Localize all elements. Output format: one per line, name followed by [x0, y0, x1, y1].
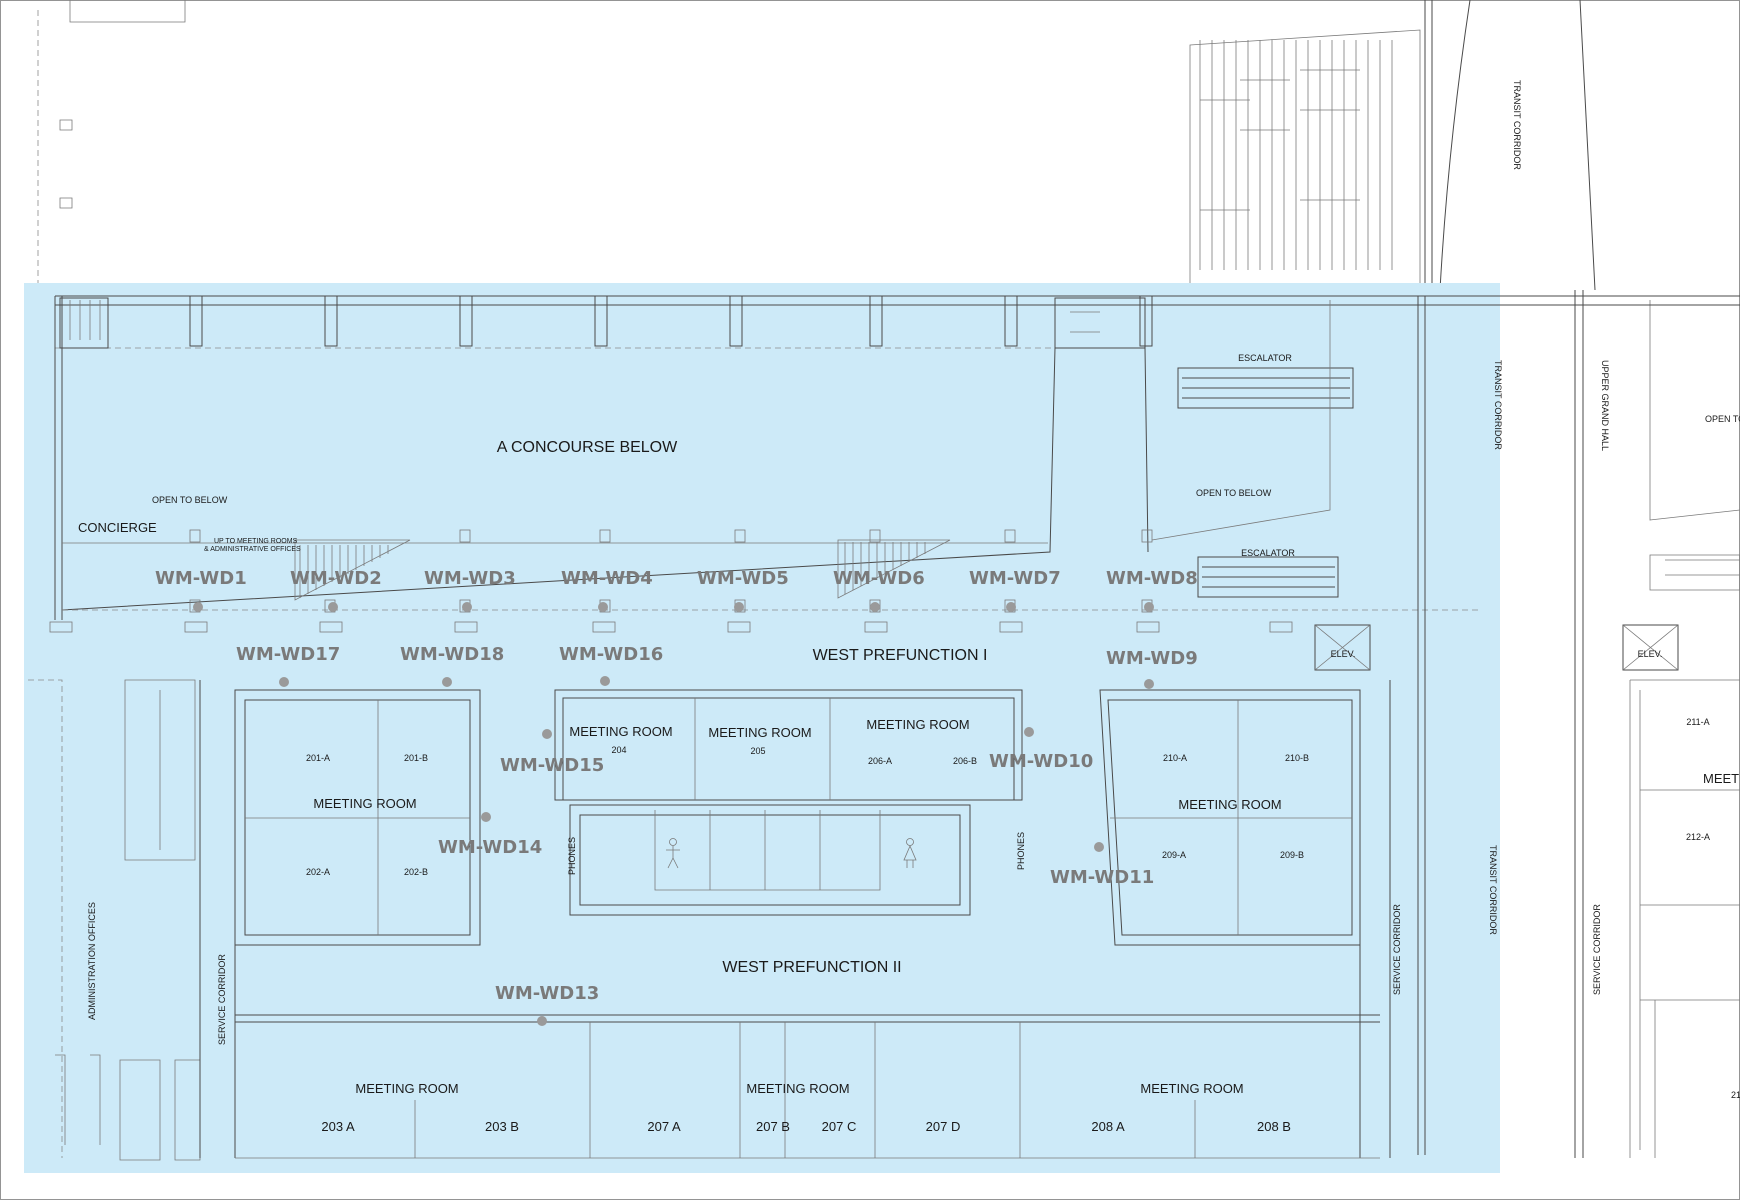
room-210-b: 210-B: [1285, 753, 1309, 763]
phones-label-right: PHONES: [1016, 832, 1026, 870]
wd16-label[interactable]: WM-WD16: [559, 644, 663, 665]
highlighted-zone: [24, 283, 1500, 1173]
room-212-a: 212-A: [1686, 832, 1710, 842]
service-corridor-right: SERVICE CORRIDOR: [1392, 904, 1402, 995]
wd3-label[interactable]: WM-WD3: [424, 568, 516, 589]
wall-display-markers: WM-WD1 WM-WD2 WM-WD3 WM-WD4 WM-WD5 WM-WD…: [155, 568, 1198, 1026]
room-201-b: 201-B: [404, 753, 428, 763]
meeting-room-206-label: MEETING ROOM: [866, 717, 969, 732]
west-prefunction-2-label: WEST PREFUNCTION II: [722, 959, 901, 976]
wd17-dot[interactable]: [279, 677, 289, 687]
meeting-room-201-202-label: MEETING ROOM: [313, 796, 416, 811]
wd7-dot[interactable]: [1006, 602, 1016, 612]
room-207-a: 207 A: [647, 1119, 681, 1134]
west-prefunction-1-label: WEST PREFUNCTION I: [813, 647, 988, 664]
room-205: 205: [750, 746, 765, 756]
meeting-room-208-label: MEETING ROOM: [1140, 1081, 1243, 1096]
wd1-label[interactable]: WM-WD1: [155, 568, 247, 589]
room-202-b: 202-B: [404, 867, 428, 877]
up-to-meeting-rooms-line2: & ADMINISTRATIVE OFFICES: [204, 546, 301, 553]
wd13-dot[interactable]: [537, 1016, 547, 1026]
wd1-dot[interactable]: [193, 602, 203, 612]
open-to-below-right: OPEN TO BELOW: [1196, 488, 1272, 498]
restroom-icons: [666, 838, 917, 869]
wd4-dot[interactable]: [598, 602, 608, 612]
meeting-room-203-label: MEETING ROOM: [355, 1081, 458, 1096]
wd13-label[interactable]: WM-WD13: [495, 983, 599, 1004]
room-203-a: 203 A: [321, 1119, 355, 1134]
phones-label-left: PHONES: [567, 837, 577, 875]
wd11-label[interactable]: WM-WD11: [1050, 867, 1154, 888]
wd10-dot[interactable]: [1024, 727, 1034, 737]
wd2-label[interactable]: WM-WD2: [290, 568, 382, 589]
wd9-dot[interactable]: [1144, 679, 1154, 689]
walls: [28, 295, 1740, 1161]
room-21: 21: [1731, 1090, 1740, 1100]
wd6-dot[interactable]: [870, 602, 880, 612]
elevator-label: ELEV.: [1331, 649, 1356, 659]
wd2-dot[interactable]: [328, 602, 338, 612]
open-to-label: OPEN TO: [1705, 414, 1740, 424]
wd5-label[interactable]: WM-WD5: [697, 568, 789, 589]
wd5-dot[interactable]: [734, 602, 744, 612]
room-206-b: 206-B: [953, 756, 977, 766]
service-corridor-far-right: SERVICE CORRIDOR: [1592, 904, 1602, 995]
wd11-dot[interactable]: [1094, 842, 1104, 852]
wd15-dot[interactable]: [542, 729, 552, 739]
room-202-a: 202-A: [306, 867, 330, 877]
room-209-b: 209-B: [1280, 850, 1304, 860]
meeting-room-right-label: MEETI: [1703, 771, 1740, 786]
wd17-label[interactable]: WM-WD17: [236, 644, 340, 665]
wd7-label[interactable]: WM-WD7: [969, 568, 1061, 589]
wd6-label[interactable]: WM-WD6: [833, 568, 925, 589]
administration-offices-label: ADMINISTRATION OFFICES: [87, 902, 97, 1020]
wd10-label[interactable]: WM-WD10: [989, 751, 1093, 772]
room-211-a: 211-A: [1686, 717, 1709, 727]
room-201-a: 201-A: [306, 753, 330, 763]
concourse-label: A CONCOURSE BELOW: [497, 439, 678, 456]
wd15-label[interactable]: WM-WD15: [500, 755, 604, 776]
room-209-a: 209-A: [1162, 850, 1186, 860]
escalator-label-top: ESCALATOR: [1238, 353, 1292, 363]
room-207-d: 207 D: [926, 1119, 961, 1134]
elevator-label-right: ELEV.: [1638, 649, 1663, 659]
room-208-a: 208 A: [1091, 1119, 1125, 1134]
room-208-b: 208 B: [1257, 1119, 1291, 1134]
meeting-room-207-label: MEETING ROOM: [746, 1081, 849, 1096]
wd3-dot[interactable]: [462, 602, 472, 612]
wd16-dot[interactable]: [600, 676, 610, 686]
service-corridor-left: SERVICE CORRIDOR: [217, 954, 227, 1045]
room-204: 204: [611, 745, 626, 755]
concierge-label: CONCIERGE: [78, 520, 157, 535]
wd18-dot[interactable]: [442, 677, 452, 687]
room-207-c: 207 C: [822, 1119, 857, 1134]
meeting-room-209-210-label: MEETING ROOM: [1178, 797, 1281, 812]
wd14-label[interactable]: WM-WD14: [438, 837, 542, 858]
transit-corridor-bottom: TRANSIT CORRIDOR: [1488, 845, 1498, 935]
meeting-room-205-label: MEETING ROOM: [708, 725, 811, 740]
wd14-dot[interactable]: [481, 812, 491, 822]
room-210-a: 210-A: [1163, 753, 1187, 763]
wd18-label[interactable]: WM-WD18: [400, 644, 504, 665]
wd8-label[interactable]: WM-WD8: [1106, 568, 1198, 589]
room-203-b: 203 B: [485, 1119, 519, 1134]
wd9-label[interactable]: WM-WD9: [1106, 648, 1198, 669]
mens-restroom-icon: [666, 838, 680, 869]
meeting-room-204-label: MEETING ROOM: [569, 724, 672, 739]
escalator-label-bottom: ESCALATOR: [1241, 548, 1295, 558]
open-to-below-left: OPEN TO BELOW: [152, 495, 228, 505]
up-to-meeting-rooms-line1: UP TO MEETING ROOMS: [214, 538, 298, 545]
womens-restroom-icon: [903, 838, 917, 868]
transit-corridor-mid: TRANSIT CORRIDOR: [1493, 360, 1503, 450]
wd4-label[interactable]: WM-WD4: [561, 568, 653, 589]
room-207-b: 207 B: [756, 1119, 790, 1134]
transit-corridor-top: TRANSIT CORRIDOR: [1512, 80, 1522, 170]
room-206-a: 206-A: [868, 756, 892, 766]
wd8-dot[interactable]: [1144, 602, 1154, 612]
upper-grand-hall-label: UPPER GRAND HALL: [1600, 360, 1610, 451]
